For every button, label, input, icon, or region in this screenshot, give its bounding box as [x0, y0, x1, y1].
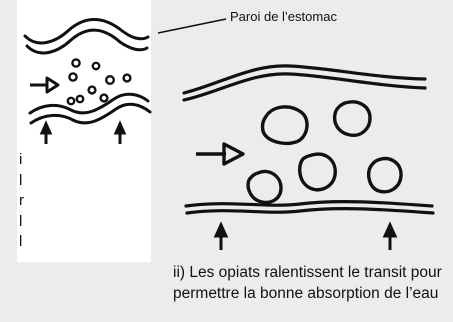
truncated-caption-line: i: [19, 150, 24, 171]
stomach-wall-leader-line: [158, 19, 226, 33]
left-panel: [17, 0, 151, 262]
food-bolus: [369, 159, 401, 192]
food-bolus: [300, 154, 336, 190]
truncated-caption-line: l: [19, 232, 24, 253]
slow-transit-direction-arrow-icon: [196, 144, 243, 164]
right-lower-wall-outer: [187, 209, 433, 213]
food-bolus: [248, 171, 281, 202]
up-arrow-icon: [385, 225, 395, 250]
right-absorption-arrows: [216, 225, 395, 250]
up-arrow-icon: [216, 225, 226, 250]
slow-transit-intestine: [184, 66, 433, 213]
truncated-caption-line: r: [19, 191, 24, 212]
truncated-caption-line: l: [19, 171, 24, 192]
truncated-caption-line: l: [19, 212, 24, 233]
truncated-left-caption: i l r l l: [19, 150, 24, 253]
right-lower-wall-inner: [186, 202, 432, 206]
stomach-wall-label: Paroi de l’estomac: [230, 9, 337, 24]
slow-transit-contents: [248, 102, 401, 203]
slow-transit-caption: ii) Les opiats ralentissent le transit p…: [173, 262, 453, 304]
food-bolus: [335, 102, 370, 135]
food-bolus: [263, 107, 307, 143]
